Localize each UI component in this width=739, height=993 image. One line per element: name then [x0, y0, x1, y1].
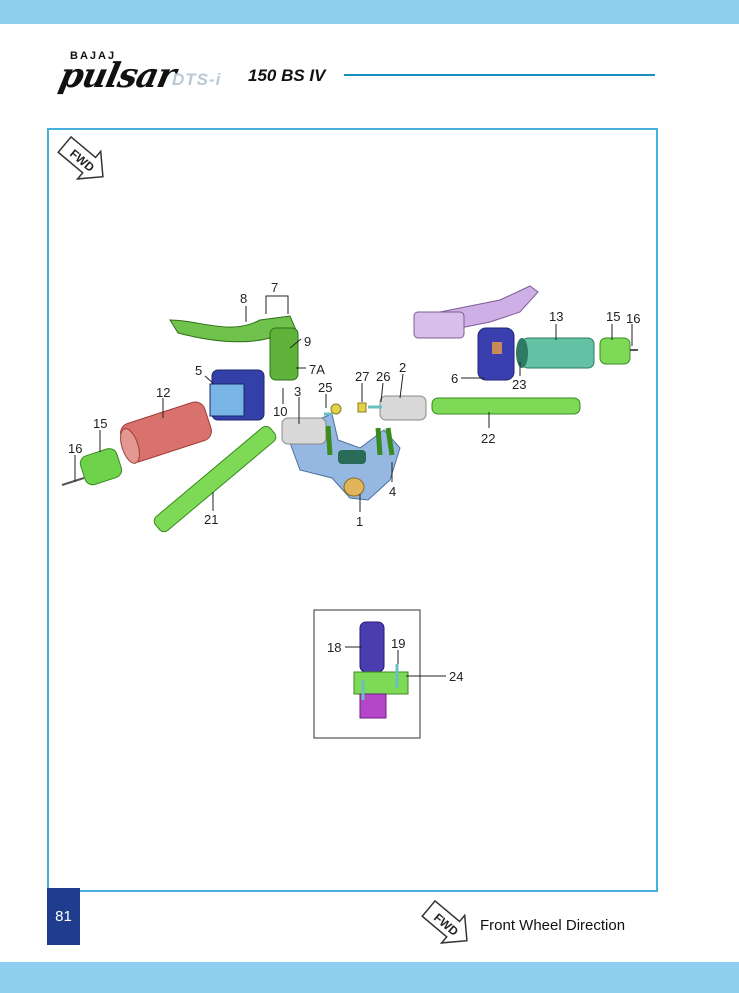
callout-22: 22 [481, 431, 495, 446]
leader-lines [74, 295, 633, 664]
callout-9: 9 [304, 334, 311, 349]
fwd-legend-icon: FWD [421, 899, 468, 944]
callout-7A: 7A [309, 362, 325, 377]
diagram-frame [47, 128, 658, 892]
callout-10: 10 [273, 404, 287, 419]
callout-16-right: 16 [626, 311, 640, 326]
fwd-arrow-icon: FWD [57, 135, 104, 180]
callout-8: 8 [240, 291, 247, 306]
brand-header: BAJAJ pulsar DTS-i 150 BS IV [56, 50, 660, 100]
right-grip-assembly [413, 285, 638, 415]
handlebar-holder [281, 395, 427, 501]
callout-7: 7 [271, 280, 278, 295]
callout-21: 21 [204, 512, 218, 527]
fwd-legend-text: Front Wheel Direction [480, 917, 626, 934]
callout-19: 19 [391, 636, 405, 651]
callout-labels: 7 8 9 7A 5 10 12 15 16 21 3 25 27 26 2 4… [68, 280, 640, 684]
model-title: 150 BS IV [248, 66, 326, 85]
callout-12: 12 [156, 385, 170, 400]
top-color-bar [0, 0, 739, 24]
callout-5: 5 [195, 363, 202, 378]
left-grip-assembly [61, 315, 299, 533]
callout-15-right: 15 [606, 309, 620, 324]
callout-1: 1 [356, 514, 363, 529]
callout-13: 13 [549, 309, 563, 324]
callout-3: 3 [294, 384, 301, 399]
callout-23: 23 [512, 377, 526, 392]
brand-small-text: BAJAJ [70, 50, 117, 62]
callout-2: 2 [399, 360, 406, 375]
callout-27: 27 [355, 369, 369, 384]
callout-6: 6 [451, 371, 458, 386]
callout-16-left: 16 [68, 441, 82, 456]
brand-subtitle: DTS-i [172, 70, 222, 89]
bottom-color-bar [0, 962, 739, 993]
callout-24: 24 [449, 669, 463, 684]
inset-detail-box [313, 609, 446, 739]
callout-26: 26 [376, 369, 390, 384]
callout-25: 25 [318, 380, 332, 395]
callout-18: 18 [327, 640, 341, 655]
header-rule [344, 74, 655, 76]
callout-15-left: 15 [93, 416, 107, 431]
page-number: 81 [47, 888, 80, 945]
callout-4: 4 [389, 484, 396, 499]
